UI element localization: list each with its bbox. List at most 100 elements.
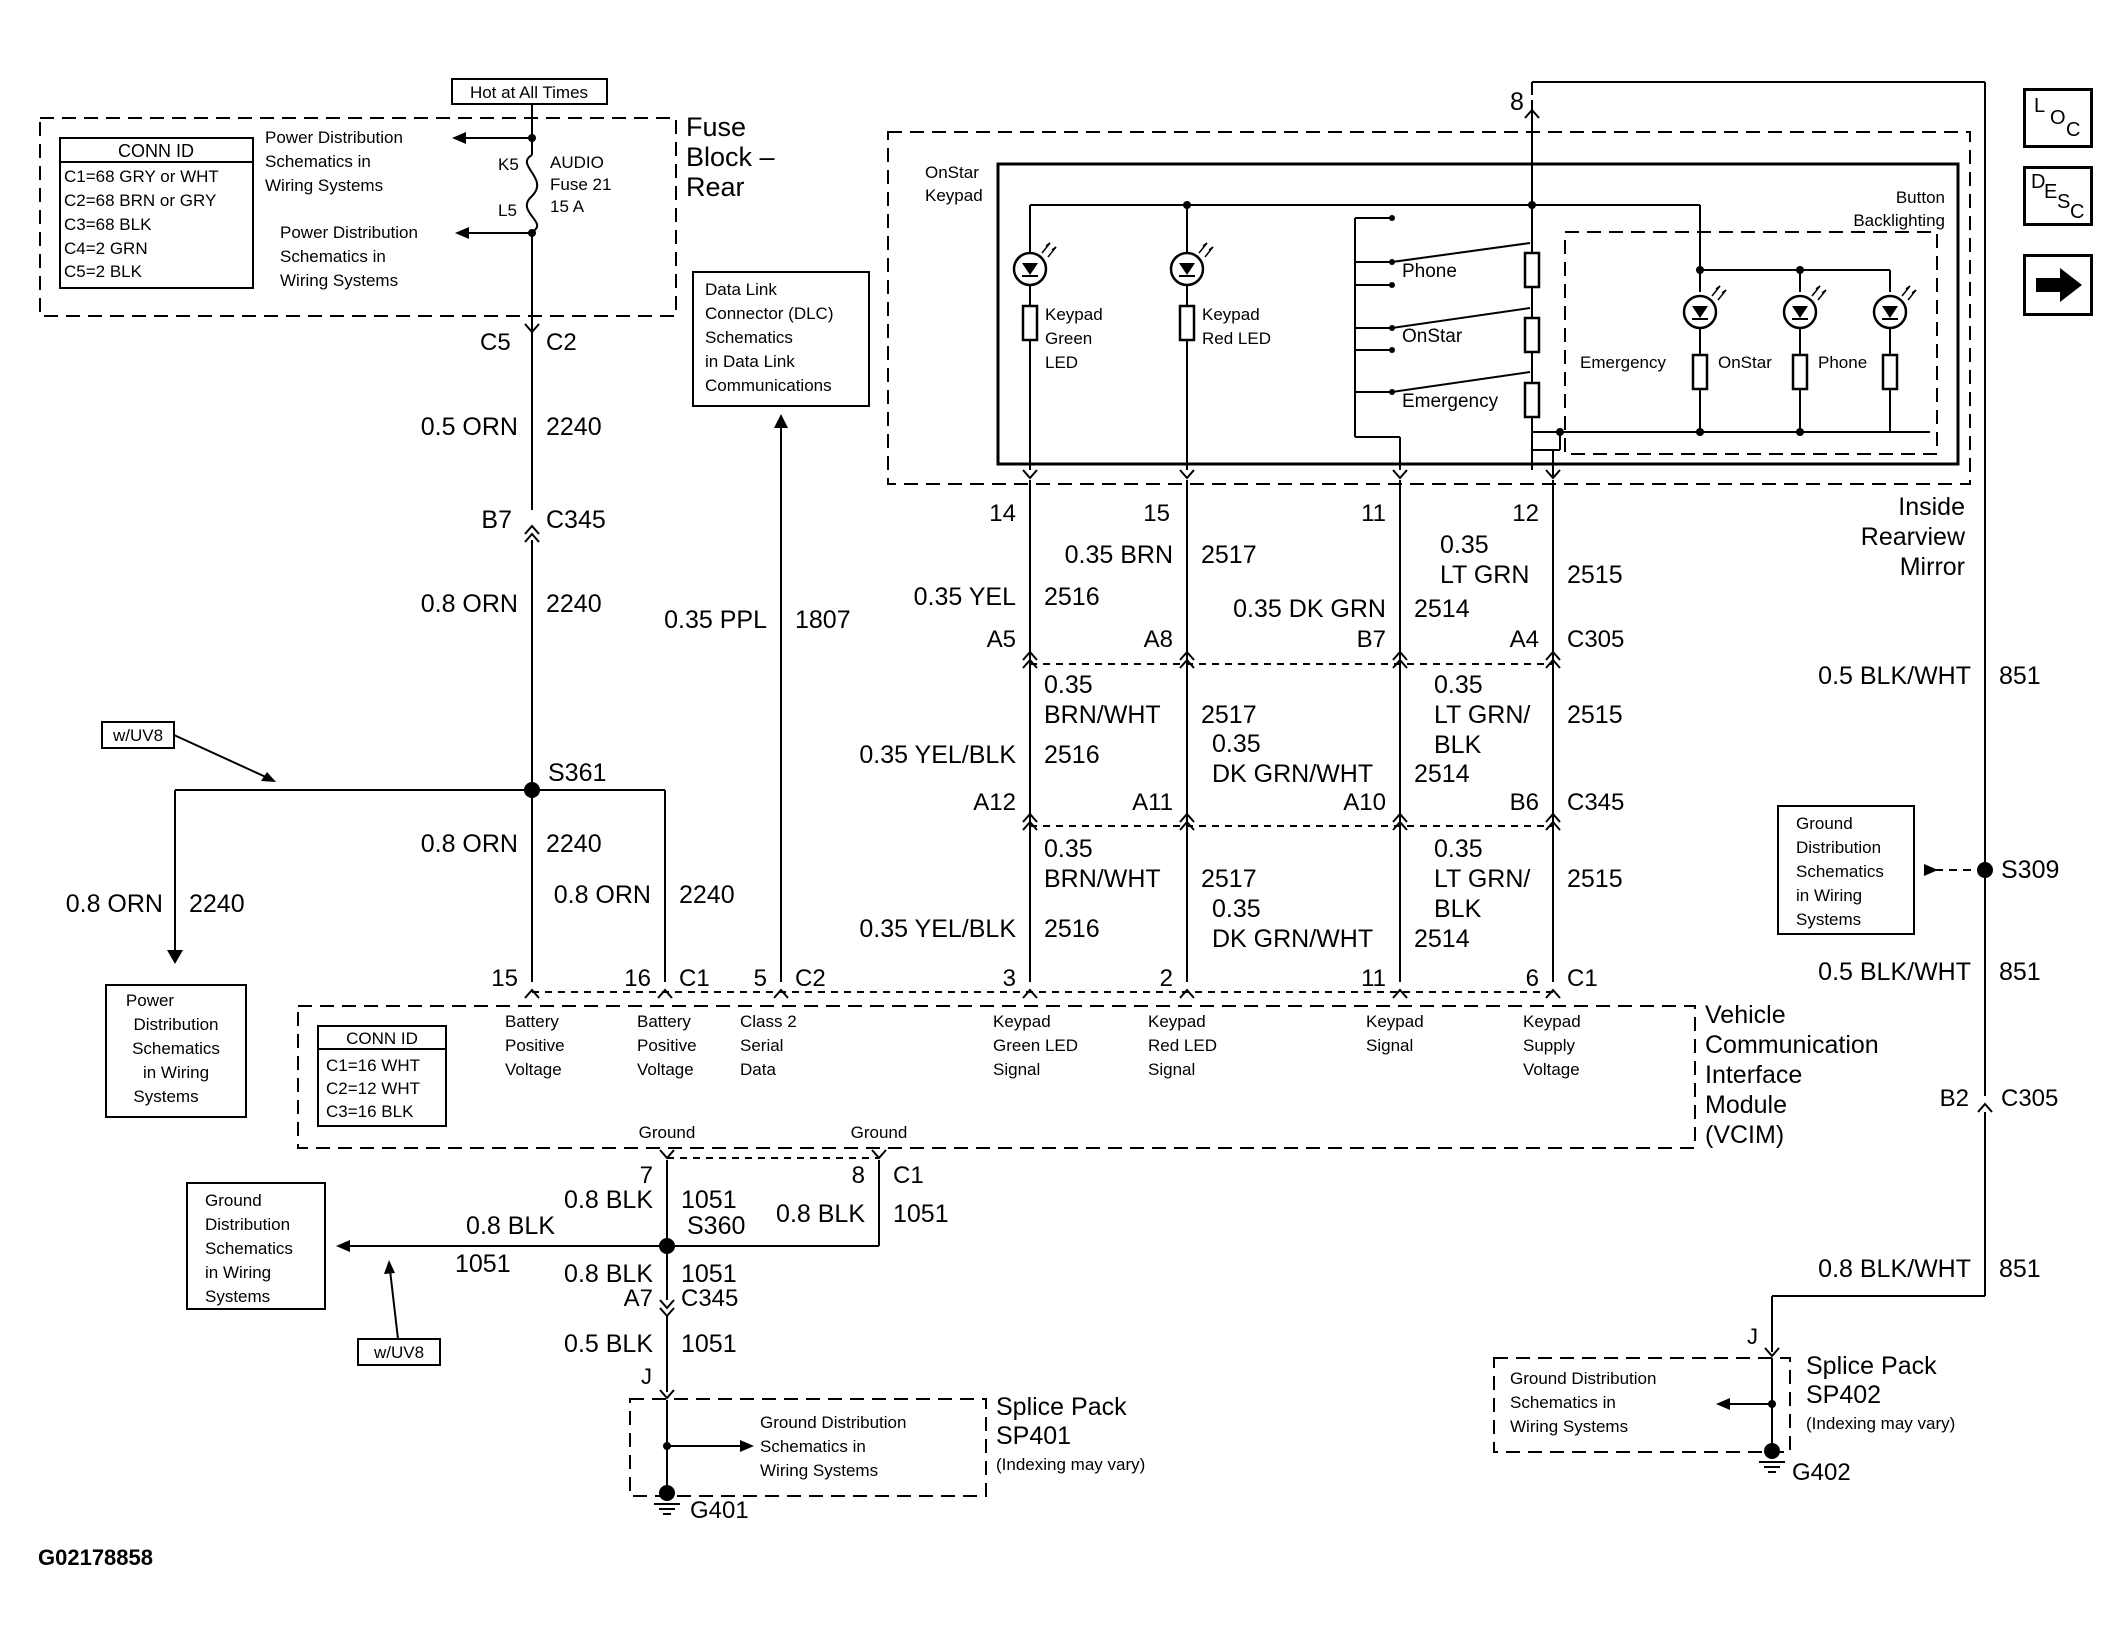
location-button[interactable]: L O C bbox=[2023, 88, 2093, 148]
bat1-line3: Voltage bbox=[505, 1060, 562, 1079]
onstar-keypad-line1: OnStar bbox=[925, 163, 979, 182]
dlc-line5: Communications bbox=[705, 376, 832, 395]
desc-letter-c: C bbox=[2070, 201, 2085, 223]
onstar-keypad-label: OnStar Keypad bbox=[925, 163, 983, 205]
wire-0-8-orn-label-2: 0.8 ORN bbox=[421, 830, 518, 858]
circuit-2517-label-2: 2517 bbox=[1201, 701, 1257, 729]
sp402-gd-text: Ground Distribution Schematics in Wiring… bbox=[1510, 1369, 1656, 1436]
vcim-c1-label-a: C1 bbox=[679, 965, 710, 992]
c345-label-ground: C345 bbox=[681, 1285, 738, 1312]
backlight-emergency-label: Emergency bbox=[1580, 353, 1666, 372]
circuit-2516-label-1: 2516 bbox=[1044, 583, 1100, 611]
fuse-pd-top-ref: Power Distribution Schematics in Wiring … bbox=[265, 128, 403, 195]
vcim-title-line4: Module bbox=[1705, 1091, 1787, 1119]
wire-0-5-orn-label: 0.5 ORN bbox=[421, 413, 518, 441]
mirror-label-line1: Inside bbox=[1898, 493, 1965, 521]
dlc-line1: Data Link bbox=[705, 280, 777, 299]
fuse-block-title-line3: Rear bbox=[686, 172, 745, 202]
serial-line3: Data bbox=[740, 1060, 776, 1079]
c305-a5-label: A5 bbox=[987, 626, 1016, 653]
wire-0-35-dk-grn-wht-line2-a: DK GRN/WHT bbox=[1212, 760, 1373, 788]
wire-0-35-lt-grn-blk-line3-b: BLK bbox=[1434, 895, 1482, 923]
vcim-pin-labels: 15 16 C1 5 C2 3 2 11 6 C1 bbox=[491, 965, 1597, 992]
dlc-line2: Connector (DLC) bbox=[705, 304, 834, 323]
fuse-k5-label: K5 bbox=[498, 155, 519, 174]
red-led-label: Keypad Red LED bbox=[1202, 305, 1271, 348]
supply-line2: Supply bbox=[1523, 1036, 1575, 1055]
uv8-option-label-bottom: w/UV8 bbox=[373, 1343, 424, 1362]
pd-top-line3: Wiring Systems bbox=[265, 176, 383, 195]
bat2-line2: Positive bbox=[637, 1036, 697, 1055]
backlight-phone-label: Phone bbox=[1818, 353, 1867, 372]
vcim-conn-id-header: CONN ID bbox=[346, 1029, 418, 1048]
vcim-ground-c1-label: C1 bbox=[893, 1162, 924, 1189]
bat1-line1: Battery bbox=[505, 1012, 559, 1031]
serial-line1: Class 2 bbox=[740, 1012, 797, 1031]
circuit-851-label-3: 851 bbox=[1999, 1255, 2041, 1283]
fuse-conn-id-rows: C1=68 GRY or WHT C2=68 BRN or GRY C3=68 … bbox=[64, 167, 219, 281]
circuit-1051-label-s: 1051 bbox=[681, 1260, 737, 1288]
circuit-2240-label-left: 2240 bbox=[189, 890, 245, 918]
wire-0-35-brn-wht-line2-b: BRN/WHT bbox=[1044, 865, 1161, 893]
red-led-line2: Red LED bbox=[1202, 329, 1271, 348]
vcim-pin-11: 11 bbox=[1361, 965, 1386, 992]
fuse-conn-row-2: C2=68 BRN or GRY bbox=[64, 191, 216, 210]
g401-label: G401 bbox=[690, 1497, 749, 1524]
switch-emergency-label: Emergency bbox=[1402, 391, 1499, 412]
sp401-j-label: J bbox=[641, 1364, 652, 1389]
wire-0-35-brn-wht-line2-a: BRN/WHT bbox=[1044, 701, 1161, 729]
vcim-title: Vehicle Communication Interface Module (… bbox=[1705, 1001, 1879, 1149]
gd-left-line1: Ground bbox=[205, 1191, 262, 1210]
loc-letter-l: L bbox=[2034, 95, 2046, 117]
splice-pack-sp401-box bbox=[629, 1398, 987, 1497]
desc-letter-e: E bbox=[2044, 181, 2058, 203]
backlighting-line2: Backlighting bbox=[1853, 211, 1945, 230]
wire-0-8-orn-label-left: 0.8 ORN bbox=[66, 890, 163, 918]
wire-0-35-lt-grn-blk-line2-a: LT GRN/ bbox=[1434, 701, 1530, 729]
gd-left-line4: in Wiring bbox=[205, 1263, 271, 1282]
hot-at-all-times-box bbox=[451, 78, 608, 105]
dlc-text: Data Link Connector (DLC) Schematics in … bbox=[705, 280, 834, 395]
fuse-block-title-line1: Fuse bbox=[686, 112, 746, 142]
vcim-pin-3: 3 bbox=[1003, 965, 1016, 992]
red-signal-line3: Signal bbox=[1148, 1060, 1195, 1079]
vcim-c2-label: C2 bbox=[795, 965, 826, 992]
mirror-pin-14: 14 bbox=[989, 500, 1016, 527]
vcim-conn-row-2: C2=12 WHT bbox=[326, 1079, 420, 1098]
audio-fuse-line2: Fuse 21 bbox=[550, 175, 611, 194]
circuit-1807-label: 1807 bbox=[795, 606, 851, 634]
fuse-conn-id-header: CONN ID bbox=[118, 141, 194, 161]
gd-right-line4: in Wiring bbox=[1796, 886, 1862, 905]
circuit-2515-label-3: 2515 bbox=[1567, 865, 1623, 893]
green-led-line2: Green bbox=[1045, 329, 1092, 348]
mirror-pin-8-label: 8 bbox=[1510, 88, 1524, 116]
sp401-gd-line1: Ground Distribution bbox=[760, 1413, 906, 1432]
ground-distribution-ref-box-right bbox=[1777, 805, 1915, 935]
keypad-signal-line1: Keypad bbox=[1366, 1012, 1424, 1031]
sp401-gd-line2: Schematics in bbox=[760, 1437, 866, 1456]
arrow-right-icon bbox=[2036, 268, 2082, 302]
circuit-2517-label-3: 2517 bbox=[1201, 865, 1257, 893]
uv8-option-label-top: w/UV8 bbox=[112, 726, 163, 745]
desc-letter-s: S bbox=[2057, 191, 2071, 213]
vcim-conn-row-1: C1=16 WHT bbox=[326, 1056, 420, 1075]
c345-b6-label: B6 bbox=[1510, 789, 1539, 816]
next-page-button[interactable] bbox=[2023, 254, 2093, 316]
fuse-conn-row-4: C4=2 GRN bbox=[64, 239, 148, 258]
pd-mid-line1: Power Distribution bbox=[280, 223, 418, 242]
c305-a8-label: A8 bbox=[1144, 626, 1173, 653]
pd-left-text: Power Distribution Schematics in Wiring … bbox=[126, 991, 220, 1106]
circuit-1051-label-left: 1051 bbox=[455, 1250, 511, 1278]
wire-0-35-ppl-label: 0.35 PPL bbox=[664, 606, 767, 634]
description-button[interactable]: D E S C bbox=[2023, 166, 2093, 226]
onstar-keypad-box bbox=[996, 162, 1960, 466]
c345-label-power: C345 bbox=[546, 506, 606, 534]
sp401-gd-line3: Wiring Systems bbox=[760, 1461, 878, 1480]
pd-left-line1: Power bbox=[126, 991, 175, 1010]
gd-right-line5: Systems bbox=[1796, 910, 1861, 929]
s309-label: S309 bbox=[2001, 856, 2059, 884]
figure-id-label: G02178858 bbox=[38, 1545, 153, 1570]
green-led-line3: LED bbox=[1045, 353, 1078, 372]
vcim-ground-label-1: Ground bbox=[639, 1123, 696, 1142]
